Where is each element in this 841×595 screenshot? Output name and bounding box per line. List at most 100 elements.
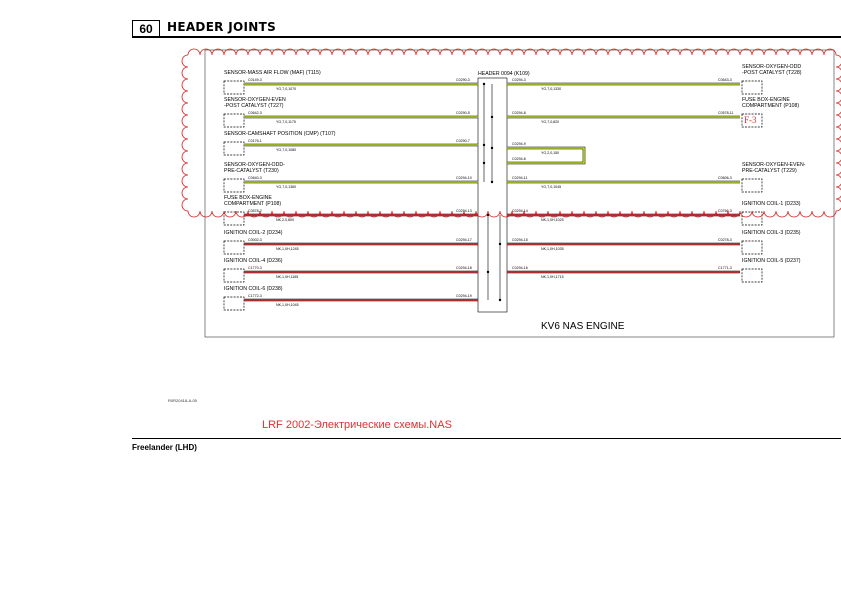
component-label: PRE-CATALYST (T230): [224, 168, 279, 174]
connector-box: [741, 80, 763, 95]
connector-pin: C0578-11: [718, 111, 734, 115]
wire-code: YG,7,0,820: [541, 120, 559, 124]
wire-code: NK,2,0,800: [276, 218, 294, 222]
header-pin: C0294-14: [512, 209, 528, 213]
connector-box: [223, 211, 245, 226]
fuse-mark: F-3: [744, 115, 757, 125]
component-label: IGNITION COIL-3 (D235): [742, 230, 801, 236]
wire-code: NK,1,0H,1035: [541, 247, 564, 251]
component-label: FUSE BOX-ENGINE: [224, 195, 272, 201]
splice-dot: [482, 143, 486, 147]
wire-code: YG,7,0,1330: [541, 87, 561, 91]
header-pin: C0294-15: [512, 238, 528, 242]
component-label: SENSOR-CAMSHAFT POSITION (CMP) (T107): [224, 131, 336, 137]
connector-box: [741, 211, 763, 226]
header-pin: C0294-17: [456, 238, 472, 242]
splice-dot: [498, 242, 502, 246]
wire-code: YG,7,0,1070: [276, 87, 296, 91]
header-pin: C0294-8: [512, 111, 526, 115]
connector-box: [223, 141, 245, 156]
splice-dot: [482, 82, 486, 86]
component-label: IGNITION COIL-4 (D236): [224, 258, 283, 264]
splice-dot: [490, 180, 494, 184]
component-label: COMPARTMENT (P108): [224, 201, 281, 207]
component-label: IGNITION COIL-5 (D237): [742, 258, 801, 264]
splice-dot: [486, 270, 490, 274]
connector-box: [223, 240, 245, 255]
header-rule: [132, 36, 841, 38]
wire-code: YG,2,0,150: [541, 151, 559, 155]
header-label: HEADER 0094 (K109): [478, 71, 530, 77]
component-label: SENSOR-OXYGEN-ODD-: [224, 162, 285, 168]
header-block: [477, 77, 508, 313]
connector-pin: C0002-3: [248, 238, 262, 242]
component-label: -POST CATALYST (T227): [224, 103, 284, 109]
splice-dot: [498, 298, 502, 302]
header-bus: [482, 82, 502, 302]
component-label: IGNITION COIL-2 (D234): [224, 230, 283, 236]
header-pin: C0294-3: [512, 78, 526, 82]
header-pin: C0294-11: [512, 176, 528, 180]
connector-pin: C0578-2: [248, 209, 262, 213]
wire-code: YG,7,0,1080: [276, 148, 296, 152]
connector-box: [223, 268, 245, 283]
connector-pin: C0278-3: [718, 238, 732, 242]
connector-pin: C0640-3: [248, 176, 262, 180]
connector-box: [223, 178, 245, 193]
component-label: FUSE BOX-ENGINE: [742, 97, 790, 103]
connector-box: [741, 240, 763, 255]
connector-pin: C1772-3: [248, 294, 262, 298]
watermark: LRF 2002-Электрические схемы.NAS: [262, 419, 452, 431]
connector-box: [741, 268, 763, 283]
connector-box: [223, 113, 245, 128]
wire-code: NK,1,0H,1025: [541, 218, 564, 222]
connector-pin: C0643-3: [718, 78, 732, 82]
connector-pin: C0642-3: [248, 111, 262, 115]
engine-label: KV6 NAS ENGINE: [541, 321, 625, 332]
connector-pin: C1771-3: [718, 266, 732, 270]
header-pin: C0294-10: [456, 176, 472, 180]
component-label: COMPARTMENT (P108): [742, 103, 799, 109]
component-label: SENSOR-MASS AIR FLOW (MAF) (T115): [224, 70, 321, 76]
doc-reference: R0R20418-A-05: [168, 398, 197, 403]
connector-pin: C0149-3: [248, 78, 262, 82]
header-pin: C0290-3: [456, 78, 470, 82]
component-label: IGNITION COIL-6 (D238): [224, 286, 283, 292]
splice-dot: [490, 146, 494, 150]
header-pin: C0294-16: [512, 266, 528, 270]
footer-rule: [132, 438, 841, 439]
footer-model: Freelander (LHD): [132, 443, 197, 452]
left-components: SENSOR-MASS AIR FLOW (MAF) (T115) C0149-3…: [223, 70, 478, 311]
connector-box: [741, 178, 763, 193]
component-label: SENSOR-OXYGEN-EVEN: [224, 97, 286, 103]
header-pin: C0294-9: [512, 142, 526, 146]
diagram-frame: [204, 49, 835, 338]
connector-box: [223, 80, 245, 95]
component-label: PRE-CATALYST (T229): [742, 168, 797, 174]
page-title: HEADER JOINTS: [167, 20, 277, 34]
wire-code: YG,7,0,1045: [541, 185, 561, 189]
header-pin: C0294-19: [456, 294, 472, 298]
component-label: -POST CATALYST (T228): [742, 70, 802, 76]
component-label: SENSOR-OXYGEN-EVEN-: [742, 162, 806, 168]
header-pin: C0294-6: [512, 157, 526, 161]
right-components: C0294-3YG,7,0,1330C0643-3SENSOR-OXYGEN-O…: [507, 64, 806, 283]
splice-dot: [482, 161, 486, 165]
connector-box: [223, 296, 245, 311]
wire-code: YG,7,0,1175: [276, 120, 296, 124]
header-pin: C0290-5: [456, 111, 470, 115]
connector-pin: C0606-3: [718, 176, 732, 180]
connector-pin: C0176-1: [248, 139, 262, 143]
wire-code: NK,1,0H,1045: [276, 303, 299, 307]
connector-pin: C1770-3: [248, 266, 262, 270]
wire-code: NK,1,0H,1715: [541, 275, 564, 279]
wire-code: NK,1,0H,1245: [276, 247, 299, 251]
jumper-loop-fill: [507, 147, 585, 164]
component-label: IGNITION COIL-1 (D233): [742, 201, 801, 207]
wire-code: YG,7,0,1360: [276, 185, 296, 189]
header-pin: C0294-18: [456, 266, 472, 270]
wire-code: NK,1,0H,1165: [276, 275, 298, 279]
header-pin: C0290-7: [456, 139, 470, 143]
splice-dot: [490, 115, 494, 119]
